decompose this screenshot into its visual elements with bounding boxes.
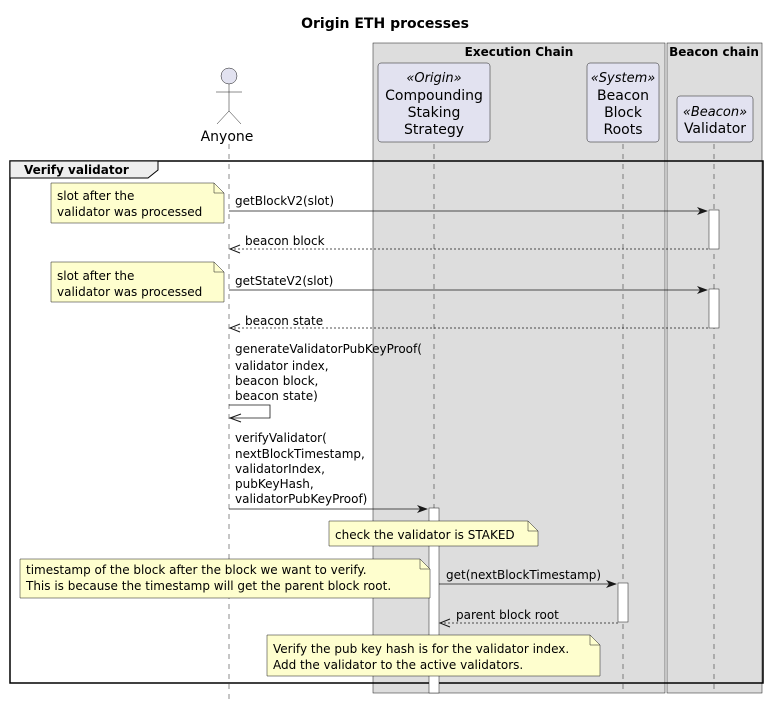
message-return-beacon-block: beacon block: [228, 234, 709, 254]
message-generate-proof: generateValidatorPubKeyProof( validator …: [228, 342, 422, 423]
participant-roots-line: Block: [604, 105, 643, 121]
note: slot after the validator was processed: [50, 182, 225, 224]
participant-roots-stereotype: «System»: [591, 71, 656, 86]
group-verify-validator: Verify validator: [9, 160, 764, 684]
arrow-head-icon: [606, 580, 617, 588]
message-label: verifyValidator(: [235, 431, 327, 445]
activation-validator: [708, 288, 720, 329]
message-get-state: getStateV2(slot): [229, 274, 708, 294]
activation-strategy: [428, 507, 440, 694]
note: slot after the validator was processed: [50, 261, 225, 303]
message-label: beacon state: [245, 314, 323, 328]
beacon-chain-label: Beacon chain: [669, 45, 759, 59]
note: Verify the pub key hash is for the valid…: [266, 634, 601, 677]
participant-roots-line: Beacon: [597, 88, 649, 104]
message-label: beacon block,: [235, 374, 318, 388]
message-label: get(nextBlockTimestamp): [446, 568, 601, 582]
beacon-chain-box: Beacon chain: [666, 42, 763, 694]
message-return-parent-block-root: parent block root: [438, 608, 618, 628]
participant-validator: «Beacon» Validator: [676, 95, 754, 143]
arrow-head-icon: [228, 323, 241, 333]
message-label: parent block root: [456, 608, 559, 622]
note-line: validator was processed: [57, 205, 202, 219]
message-label: beacon state): [235, 389, 318, 403]
message-label: getStateV2(slot): [235, 274, 333, 288]
message-label: generateValidatorPubKeyProof(: [235, 342, 422, 356]
actor-icon: [220, 67, 238, 85]
participant-beacon-block-roots: «System» Beacon Block Roots: [586, 62, 660, 143]
participant-anyone-label: Anyone: [201, 129, 254, 145]
arrow-head-icon: [228, 244, 241, 254]
participant-strategy-stereotype: «Origin»: [406, 71, 461, 86]
actor-anyone: [216, 67, 242, 125]
arrow-head-icon: [697, 286, 708, 294]
arrow-head-icon: [417, 505, 428, 513]
message-label: pubKeyHash,: [235, 477, 314, 491]
message-get-block: getBlockV2(slot): [229, 194, 708, 215]
note-line: slot after the: [57, 189, 134, 203]
message-verify-validator: verifyValidator( nextBlockTimestamp, val…: [229, 431, 428, 513]
message-label: validator index,: [235, 359, 329, 373]
note-line: timestamp of the block after the block w…: [26, 563, 367, 577]
activation-roots: [617, 582, 629, 623]
note-line: This is because the timestamp will get t…: [25, 579, 391, 593]
participant-strategy-line: Strategy: [404, 122, 464, 138]
group-label: Verify validator: [24, 163, 129, 177]
message-get-next-block-timestamp: get(nextBlockTimestamp): [439, 568, 617, 588]
message-label: validatorIndex,: [235, 462, 325, 476]
diagram-title: Origin ETH processes: [301, 16, 469, 32]
participant-strategy-line: Staking: [408, 105, 461, 121]
execution-chain-label: Execution Chain: [465, 45, 574, 59]
participant-roots-line: Roots: [603, 122, 642, 138]
message-label: validatorPubKeyProof): [235, 492, 367, 506]
arrow-head-icon: [438, 618, 451, 628]
participant-validator-stereotype: «Beacon»: [683, 105, 747, 120]
note: timestamp of the block after the block w…: [19, 558, 431, 599]
note-line: Add the validator to the active validato…: [273, 658, 523, 672]
note-line: slot after the: [57, 269, 134, 283]
note-line: Verify the pub key hash is for the valid…: [273, 642, 569, 656]
activation-validator: [708, 209, 720, 250]
note-line: check the validator is STAKED: [335, 528, 515, 542]
note: check the validator is STAKED: [328, 520, 539, 547]
message-label: beacon block: [245, 234, 325, 248]
arrow-head-icon: [228, 413, 242, 423]
participant-strategy: «Origin» Compounding Staking Strategy: [377, 62, 491, 143]
note-line: validator was processed: [57, 285, 202, 299]
participant-validator-line: Validator: [684, 121, 746, 137]
message-return-beacon-state: beacon state: [228, 314, 709, 333]
message-label: getBlockV2(slot): [235, 194, 334, 208]
participant-strategy-line: Compounding: [385, 88, 483, 104]
activations: [428, 209, 720, 694]
message-label: nextBlockTimestamp,: [235, 447, 365, 461]
arrow-head-icon: [697, 207, 708, 215]
